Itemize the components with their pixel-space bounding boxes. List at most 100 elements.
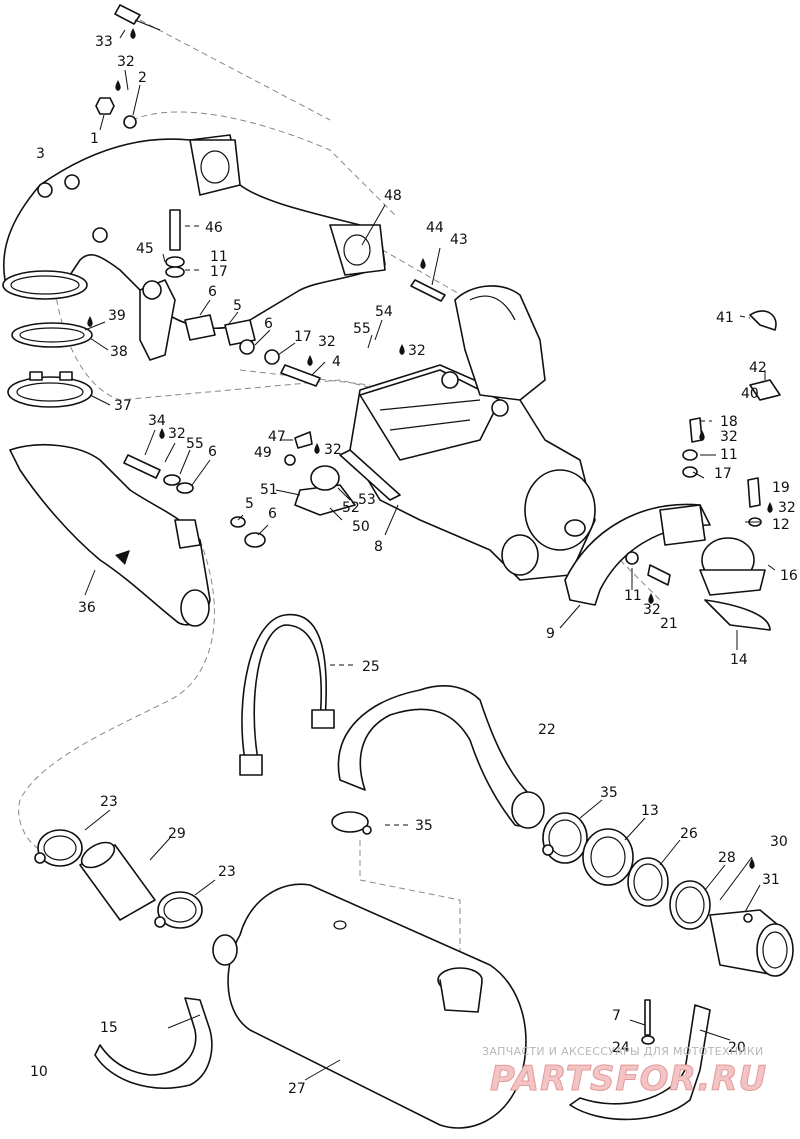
callout-38: 38 [110,344,128,360]
callout-24: 24 [612,1040,630,1056]
callout-32: 32 [408,343,426,359]
callout-18: 18 [720,414,738,430]
callout-29: 29 [168,826,186,842]
callout-51: 51 [260,482,278,498]
callout-32: 32 [324,442,342,458]
watermark: ЗАПЧАСТИ И АКСЕССУАРЫ ДЛЯ МОТОТЕХНИКИ PA… [482,1045,767,1100]
bracket-9 [564,310,781,631]
callout-32: 32 [643,602,661,618]
callout-41: 41 [716,310,734,326]
callout-4: 4 [332,354,341,370]
callout-8: 8 [374,539,383,555]
callout-49: 49 [254,445,272,461]
callout-labels: 33 32 2 1 3 48 44 43 46 45 11 17 6 5 6 1… [30,34,798,1097]
callout-46: 46 [205,220,223,236]
callout-15: 15 [100,1020,118,1036]
callout-26: 26 [680,826,698,842]
exhaust-pipe-36 [9,444,211,627]
callout-48: 48 [384,188,402,204]
clamps-and-rings [34,811,711,930]
callout-10: 10 [30,1064,48,1080]
callout-31: 31 [762,872,780,888]
callout-23: 23 [100,794,118,810]
callout-17: 17 [210,264,228,280]
callout-28: 28 [718,850,736,866]
callout-55: 55 [353,321,371,337]
strap-25 [239,613,335,776]
drop-icon [314,443,320,454]
sleeve-29 [79,841,156,921]
callout-11: 11 [624,588,642,604]
callout-30: 30 [770,834,788,850]
hardware-34-55 [123,454,266,548]
strap-10 [94,997,213,1089]
lubricant-drop-icons [87,28,773,869]
callout-7: 7 [612,1008,621,1024]
callout-19: 19 [772,480,790,496]
callout-16: 16 [780,568,798,584]
drop-icon [115,80,121,91]
callout-55: 55 [186,436,204,452]
callout-22: 22 [538,722,556,738]
callout-47: 47 [268,429,286,445]
callout-11: 11 [210,249,228,265]
callout-27: 27 [288,1081,306,1097]
callout-39: 39 [108,308,126,324]
outlet-31 [709,909,794,977]
drop-icon [87,316,93,327]
callout-9: 9 [546,626,555,642]
callout-2: 2 [138,70,147,86]
callout-23: 23 [218,864,236,880]
fasteners-top [95,4,446,302]
callout-42: 42 [749,360,767,376]
drop-icon [749,858,755,869]
mount-bracket [139,209,321,387]
callout-52: 52 [342,500,360,516]
callout-43: 43 [450,232,468,248]
callout-32: 32 [720,429,738,445]
callout-33: 33 [95,34,113,50]
drop-icon [767,502,773,513]
muffler-27 [212,883,527,1129]
drop-icon [130,28,136,39]
callout-5: 5 [245,496,254,512]
callout-25: 25 [362,659,380,675]
callout-17: 17 [294,329,312,345]
callout-34: 34 [148,413,166,429]
drop-icon [699,430,705,441]
callout-21: 21 [660,616,678,632]
callout-54: 54 [375,304,393,320]
callout-32: 32 [168,426,186,442]
callout-6: 6 [208,284,217,300]
callout-35: 35 [415,818,433,834]
drop-icon [159,428,165,439]
callout-6: 6 [264,316,273,332]
callout-20: 20 [728,1040,746,1056]
callout-32: 32 [778,500,796,516]
drop-icon [307,355,313,366]
watermark-tagline: ЗАПЧАСТИ И АКСЕССУАРЫ ДЛЯ МОТОТЕХНИКИ [482,1045,764,1058]
pipe-22 [337,685,545,829]
callout-3: 3 [36,146,45,162]
watermark-brand: PARTSFOR.RU [490,1059,767,1099]
drop-icon [399,344,405,355]
callout-17: 17 [714,466,732,482]
callout-53: 53 [358,492,376,508]
callout-32: 32 [318,334,336,350]
callout-50: 50 [352,519,370,535]
mount-assembly-50-53 [284,431,356,516]
callout-36: 36 [78,600,96,616]
callout-11: 11 [720,447,738,463]
callout-12: 12 [772,517,790,533]
exhaust-manifold [2,134,386,329]
callout-1: 1 [90,131,99,147]
callout-13: 13 [641,803,659,819]
callout-45: 45 [136,241,154,257]
drop-icon [420,258,426,269]
callout-14: 14 [730,652,748,668]
engine-assembly [339,285,596,581]
callout-44: 44 [426,220,444,236]
callout-40: 40 [741,386,759,402]
drop-icon [648,593,654,604]
